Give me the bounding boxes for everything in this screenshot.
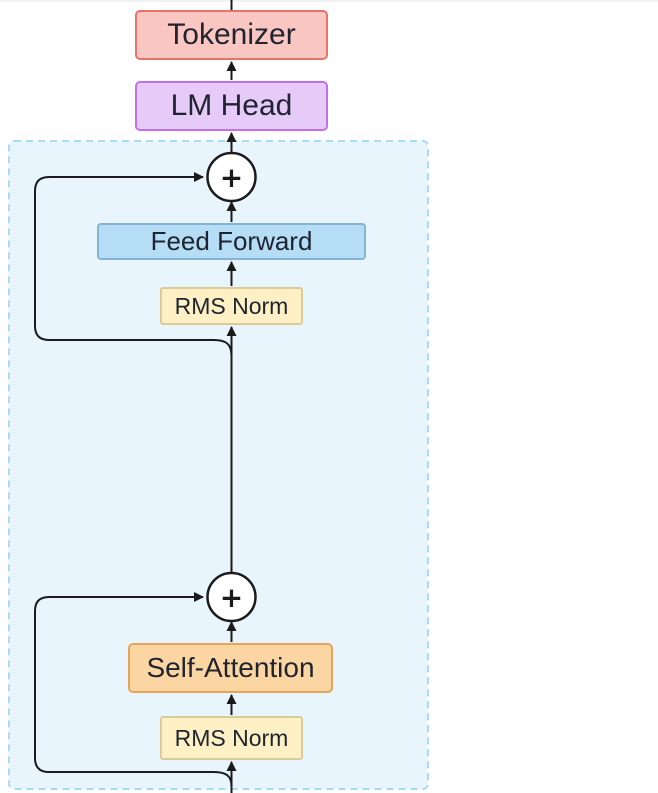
add-node-bottom: +: [206, 571, 257, 623]
residual-skip-top: [34, 172, 233, 357]
lm-head-label: LM Head: [170, 89, 293, 122]
transformer-block: [8, 140, 429, 790]
feed-forward-label: Feed Forward: [150, 226, 313, 256]
add-node-top: +: [206, 151, 257, 203]
rms-norm-bottom-label: RMS Norm: [174, 724, 289, 751]
rms-norm-top-box: RMS Norm: [160, 287, 303, 325]
tokenizer-label: Tokenizer: [167, 18, 296, 51]
add-symbol: +: [220, 581, 243, 614]
self-attention-box: Self-Attention: [128, 643, 333, 693]
rms-norm-bottom-box: RMS Norm: [160, 716, 303, 760]
tokenizer-box: Tokenizer: [135, 10, 328, 60]
rms-norm-top-label: RMS Norm: [174, 292, 289, 319]
lm-head-box: LM Head: [135, 81, 328, 131]
self-attention-label: Self-Attention: [146, 652, 315, 683]
add-symbol: +: [220, 161, 243, 194]
feed-forward-box: Feed Forward: [97, 223, 366, 260]
residual-skip-bottom: [34, 592, 233, 793]
